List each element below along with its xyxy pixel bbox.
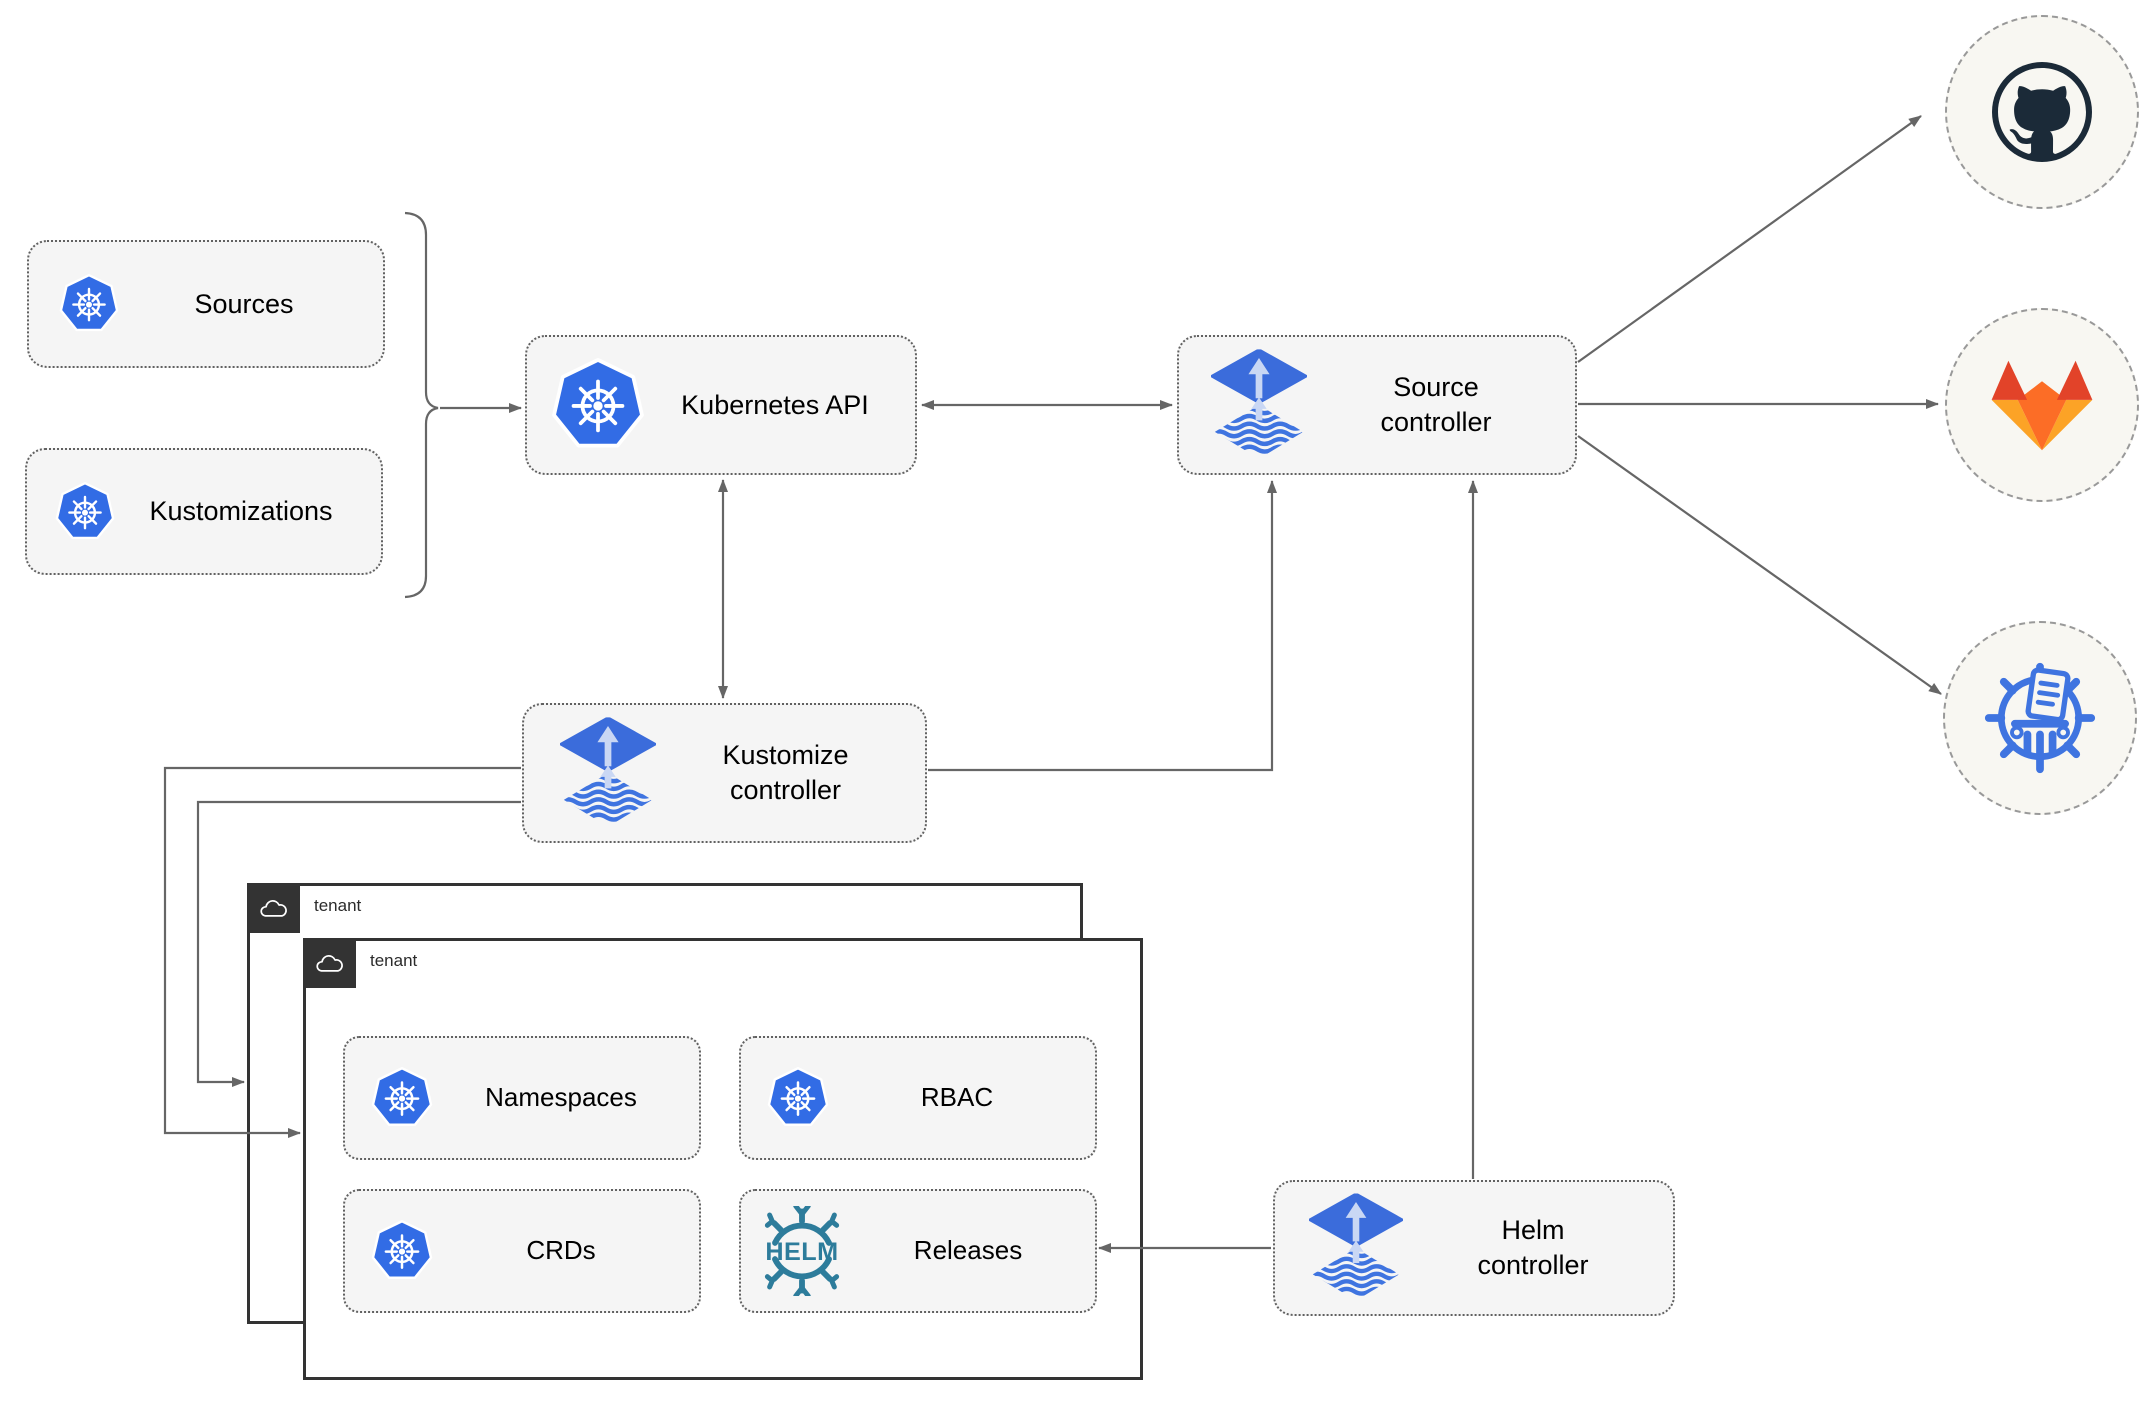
- edge-kustomize-to-source: [928, 480, 1277, 772]
- kubernetes-icon: [55, 482, 115, 542]
- helm-controller-label: Helm controller: [1477, 1215, 1589, 1280]
- crds-label: CRDs: [526, 1235, 596, 1266]
- github-icon: [1992, 62, 2092, 162]
- kubernetes-icon: [371, 1067, 433, 1129]
- tenant-box-front: tenant Namespaces RBAC CRDs: [303, 938, 1143, 1380]
- tenant-label: tenant: [370, 951, 418, 970]
- registry-icon: [1984, 662, 2096, 774]
- kubernetes-icon: [59, 274, 119, 334]
- sources-label: Sources: [194, 288, 294, 319]
- kubernetes-icon: [767, 1067, 829, 1129]
- edge-source-to-github: [1577, 115, 1922, 363]
- helm-logo-text: HELM: [765, 1238, 838, 1266]
- gitlab-target: [1945, 308, 2139, 502]
- namespaces-box: Namespaces: [343, 1036, 701, 1160]
- tenant-tab: [247, 883, 300, 933]
- kubernetes-api-label: Kubernetes API: [681, 389, 869, 420]
- crds-box: CRDs: [343, 1189, 701, 1313]
- cloud-icon: [313, 951, 347, 976]
- kustomizations-box: Kustomizations: [25, 448, 383, 575]
- helm-controller-box: Helm controller: [1273, 1180, 1675, 1316]
- kustomize-controller-label: Kustomize controller: [722, 740, 849, 805]
- rbac-box: RBAC: [739, 1036, 1097, 1160]
- kustomizations-label: Kustomizations: [149, 496, 333, 527]
- flux-icon: [560, 717, 656, 829]
- rbac-label: RBAC: [920, 1082, 994, 1113]
- flux-icon: [1211, 349, 1307, 461]
- kubernetes-icon: [551, 358, 645, 452]
- tenant-tab: [303, 938, 356, 988]
- sources-box: Sources: [27, 240, 385, 368]
- github-target: [1945, 15, 2139, 209]
- kubernetes-api-box: Kubernetes API: [525, 335, 917, 475]
- kubernetes-icon: [371, 1220, 433, 1282]
- releases-label: Releases: [913, 1235, 1023, 1266]
- namespaces-label: Namespaces: [485, 1082, 637, 1113]
- flux-icon: [1309, 1193, 1403, 1303]
- gitlab-icon: [1991, 360, 2093, 450]
- tenant-label: tenant: [314, 896, 362, 915]
- cloud-icon: [257, 896, 291, 921]
- releases-box: HELM Releases: [739, 1189, 1097, 1313]
- source-controller-label: Source controller: [1380, 372, 1492, 437]
- source-controller-box: Source controller: [1177, 335, 1577, 475]
- edge-source-to-registry: [1577, 435, 1942, 695]
- registry-target: [1943, 621, 2137, 815]
- kustomize-controller-box: Kustomize controller: [522, 703, 927, 843]
- group-bracket: [404, 211, 439, 599]
- helm-logo-icon: HELM: [764, 1206, 840, 1296]
